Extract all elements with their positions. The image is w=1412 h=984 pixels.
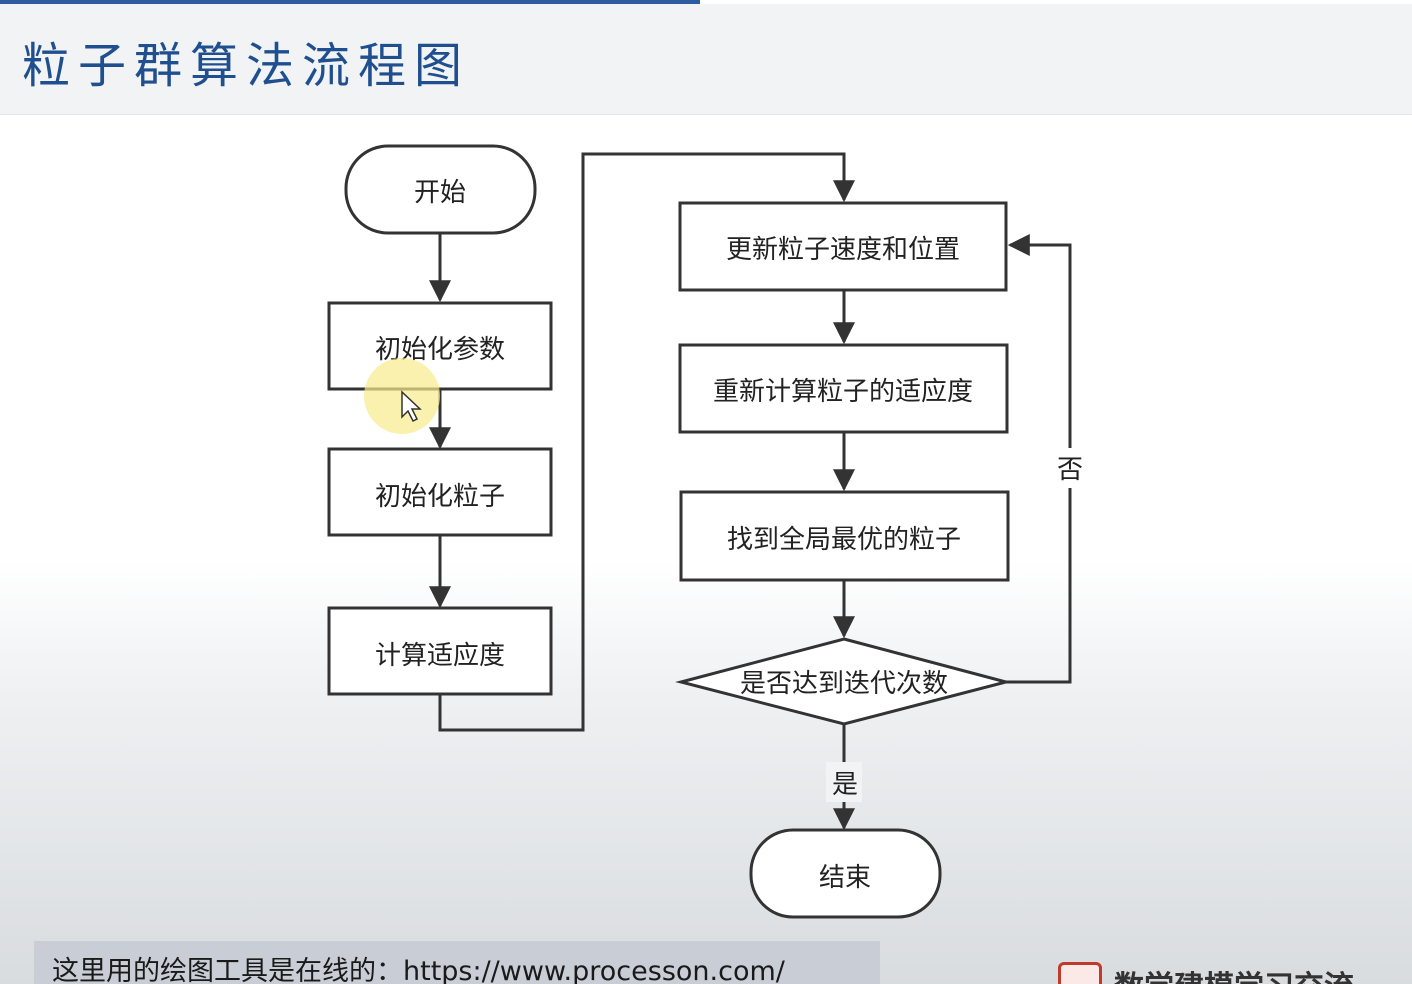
node-find-gbest (679, 490, 1010, 582)
edge-label-no-bg (1052, 448, 1088, 488)
edge-label-yes: 是 (832, 770, 858, 800)
watermark: 数学建模学习交流 (1058, 962, 1412, 984)
edge-label-yes-bg (826, 762, 862, 802)
node-find-gbest-label: 找到全局最优的粒子 (727, 525, 961, 555)
node-end-label: 结束 (819, 863, 871, 893)
node-init-particles-label: 初始化粒子 (375, 482, 505, 512)
title-band: 粒子群算法流程图 (0, 4, 1412, 115)
node-check-iterations-label: 是否达到迭代次数 (740, 669, 948, 699)
node-calc-fitness (327, 606, 553, 696)
cursor-pointer-icon (401, 390, 422, 423)
node-end (749, 828, 942, 919)
node-update-velocity-label: 更新粒子速度和位置 (726, 235, 960, 265)
slide-title: 粒子群算法流程图 (22, 38, 471, 94)
progress-bar (0, 0, 700, 4)
node-init-particles (327, 447, 553, 537)
caption-text: 这里用的绘图工具是在线的：https://www.processon.com/ (52, 956, 785, 984)
node-check-iterations (675, 637, 1012, 726)
caption-box: 这里用的绘图工具是在线的：https://www.processon.com/ (34, 941, 880, 984)
node-recalc-fitness-label: 重新计算粒子的适应度 (713, 377, 973, 407)
edge-label-no: 否 (1057, 455, 1083, 485)
watermark-text: 数学建模学习交流 (1114, 962, 1354, 984)
node-update-velocity (678, 201, 1008, 292)
node-start (344, 144, 537, 235)
node-recalc-fitness (678, 343, 1009, 434)
edge-calc-fitness-to-update-velocity (438, 152, 855, 732)
node-calc-fitness-label: 计算适应度 (375, 641, 505, 671)
node-start-label: 开始 (414, 178, 466, 208)
watermark-logo-icon (1058, 962, 1102, 984)
node-init-params (327, 301, 553, 391)
